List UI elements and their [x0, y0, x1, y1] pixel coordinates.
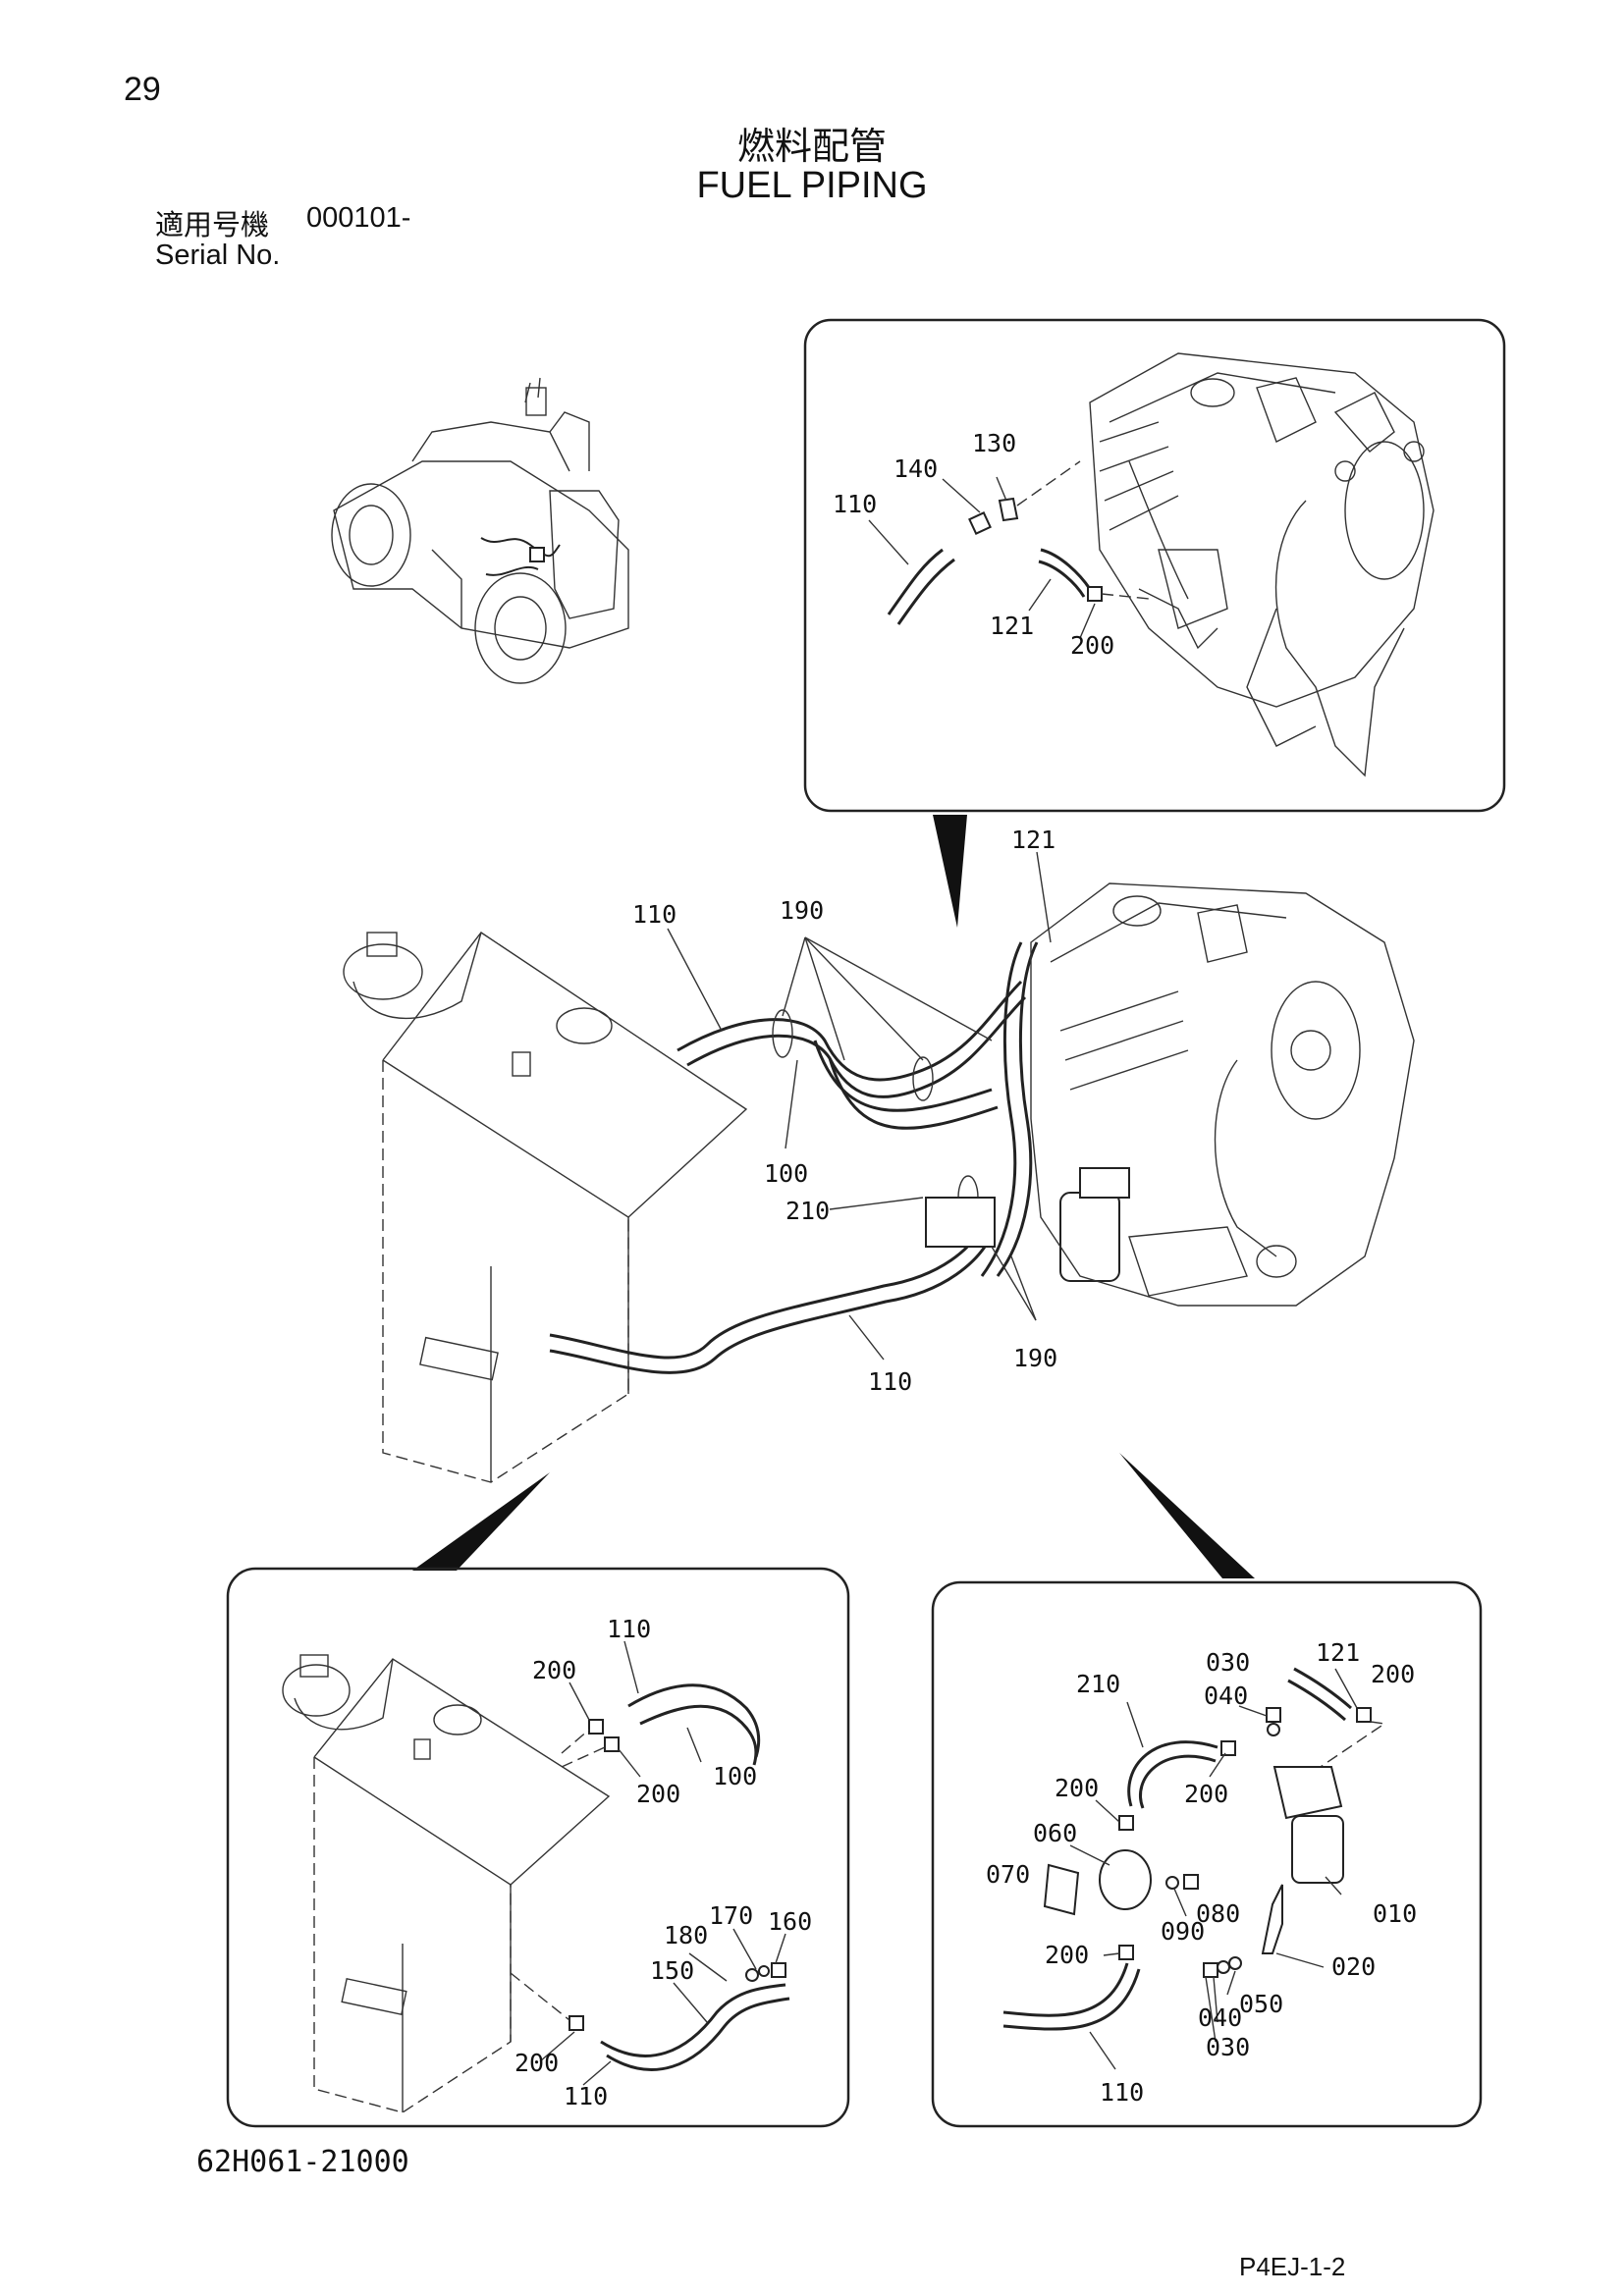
engine-drawing-inset [1089, 352, 1435, 777]
inset-pointer-arrow [933, 815, 967, 928]
callout-label: 030 [1206, 1648, 1250, 1677]
callout-label: 080 [1196, 1899, 1240, 1928]
top-inset-parts [868, 460, 1150, 639]
callout-label: 130 [972, 429, 1016, 457]
callout-label: 040 [1204, 1682, 1248, 1710]
callout-label: 180 [664, 1921, 708, 1949]
callout-label: 200 [1371, 1660, 1415, 1688]
callout-label: 060 [1033, 1819, 1077, 1847]
detail-inset-engine-top [803, 318, 1506, 813]
title-japanese: 燃料配管 [736, 125, 887, 168]
fuel-tank-detail [282, 1654, 611, 2113]
callout-label: 110 [632, 900, 677, 929]
machine-locator-thumbnail [331, 377, 629, 684]
fuel-filter [1059, 1192, 1120, 1282]
callout-label: 210 [1076, 1670, 1120, 1698]
page-number: 29 [124, 71, 161, 108]
callout-label: 090 [1161, 1917, 1205, 1946]
callout-label: 040 [1198, 2003, 1242, 2032]
callout-label: 210 [785, 1197, 830, 1225]
inset-pointer-arrow-right [1119, 1453, 1255, 1578]
callout-label: 110 [607, 1615, 651, 1643]
detail-inset-tank [226, 1567, 850, 2128]
callout-label: 170 [709, 1901, 753, 1930]
callout-label: 121 [990, 612, 1034, 640]
serial-number-value: 000101- [306, 202, 411, 234]
tank-detail-parts [510, 1640, 790, 2086]
serial-label: Serial No. [155, 240, 281, 271]
engine-drawing-main [1030, 882, 1415, 1307]
callout-label: 030 [1206, 2033, 1250, 2061]
detail-inset-filter [931, 1580, 1483, 2128]
callout-label: 200 [1184, 1780, 1228, 1808]
callout-label: 010 [1373, 1899, 1417, 1928]
callout-label: 200 [1070, 631, 1114, 660]
page-reference: P4EJ-1-2 [1239, 2252, 1346, 2281]
callouts-bottom-right-inset: 121 200 030 040 210 200 200 060 070 080 … [986, 1638, 1417, 2107]
fuel-tank-main [343, 932, 748, 1483]
callout-label: 200 [636, 1780, 680, 1808]
page-title: FUEL PIPING [696, 165, 928, 206]
callout-label: 110 [833, 490, 877, 518]
inset-pointer-arrow-left [412, 1472, 550, 1571]
callout-label: 100 [764, 1159, 808, 1188]
callout-label: 020 [1331, 1952, 1376, 1981]
callout-label: 070 [986, 1860, 1030, 1889]
serial-label-japanese: 適用号機 [155, 208, 270, 241]
callout-label: 121 [1011, 826, 1056, 854]
callout-label: 200 [1045, 1941, 1089, 1969]
callout-label: 190 [780, 896, 824, 925]
callout-label: 110 [1100, 2078, 1144, 2107]
callout-label: 050 [1239, 1990, 1283, 2018]
callouts-main: 121 110 190 100 210 190 110 [632, 826, 1057, 1396]
callouts-top-inset: 130 140 110 121 200 [833, 429, 1114, 660]
fuel-pump [925, 1197, 996, 1248]
callout-label: 200 [532, 1656, 576, 1684]
drawing-code: 62H061-21000 [196, 2145, 409, 2179]
filter-detail-parts [1002, 1667, 1386, 2070]
callout-label: 100 [713, 1762, 757, 1790]
main-leader-lines [667, 851, 1052, 1361]
callout-label: 150 [650, 1956, 694, 1985]
callout-label: 200 [1055, 1774, 1099, 1802]
callout-label: 140 [893, 454, 938, 483]
main-hoses [549, 941, 1130, 1374]
callouts-bottom-left-inset: 110 200 200 100 170 180 160 150 200 110 [514, 1615, 812, 2110]
callout-label: 190 [1013, 1344, 1057, 1372]
callout-label: 160 [768, 1907, 812, 1936]
callout-label: 121 [1316, 1638, 1360, 1667]
callout-label: 110 [868, 1367, 912, 1396]
callout-label: 110 [564, 2082, 608, 2110]
callout-label: 200 [514, 2049, 559, 2077]
